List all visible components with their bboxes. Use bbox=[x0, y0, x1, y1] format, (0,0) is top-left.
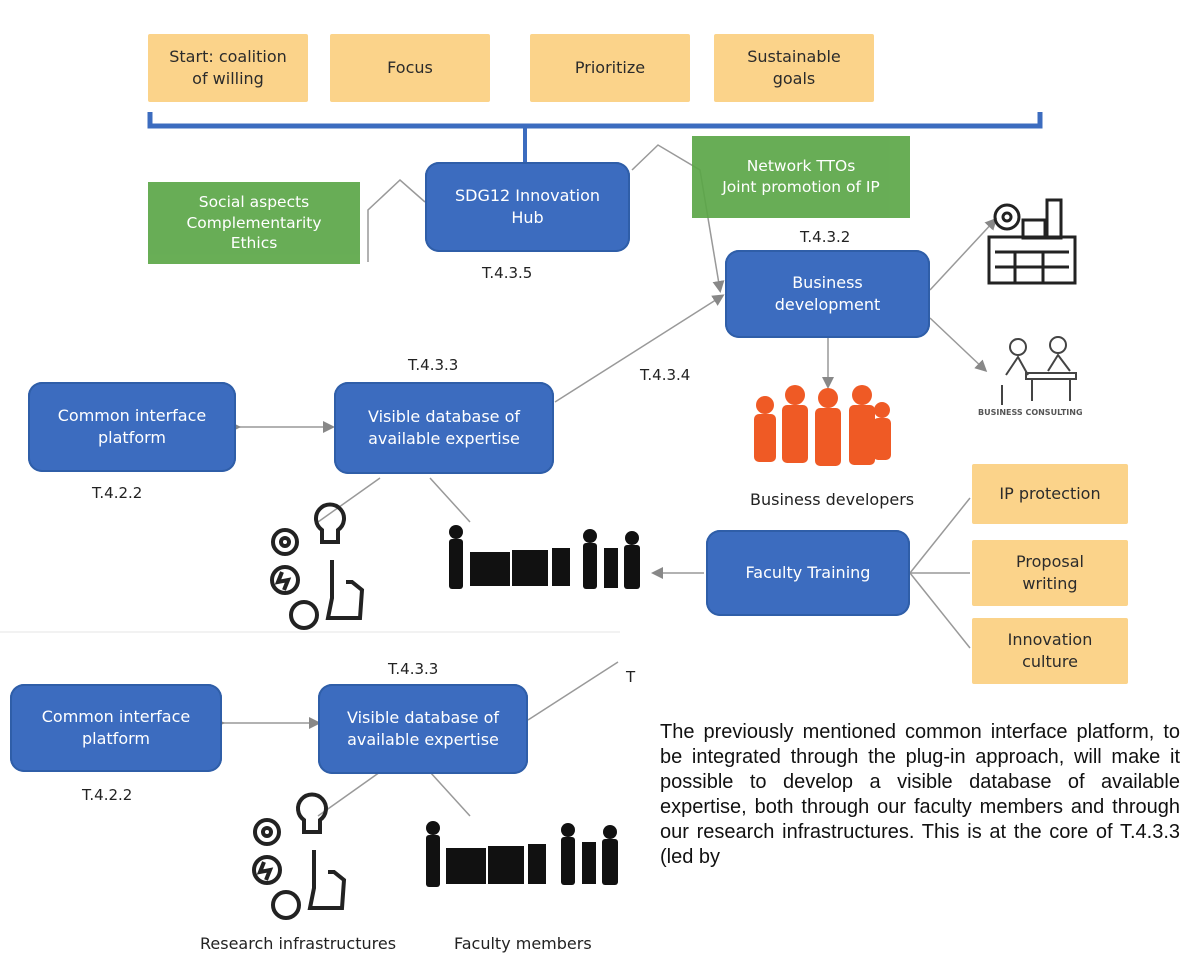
faculty-people-icon-bottom bbox=[426, 821, 618, 887]
innovation-icon bbox=[270, 502, 365, 630]
top-box-prioritize: Prioritize bbox=[530, 34, 690, 102]
bizdev-code: T.4.3.2 bbox=[800, 228, 851, 246]
business-consulting-label: BUSINESS CONSULTING bbox=[978, 408, 1083, 417]
top-box-coalition: Start: coalition of willing bbox=[148, 34, 308, 102]
bottom-partial-code: T bbox=[626, 668, 636, 686]
visible-db-node: Visible database of available expertise bbox=[334, 382, 554, 474]
factory-icon bbox=[987, 198, 1077, 285]
top-box-focus: Focus bbox=[330, 34, 490, 102]
common-interface-code: T.4.2.2 bbox=[92, 484, 143, 502]
innovation-icon-bottom bbox=[252, 792, 347, 920]
bottom-common-interface-code: T.4.2.2 bbox=[82, 786, 133, 804]
hub-code: T.4.3.5 bbox=[482, 264, 533, 282]
consulting-icon bbox=[1001, 336, 1077, 405]
bottom-visible-db-code: T.4.3.3 bbox=[388, 660, 439, 678]
sdg12-hub-node: SDG12 Innovation Hub bbox=[425, 162, 630, 252]
body-paragraph: The previously mentioned common interfac… bbox=[660, 721, 1180, 868]
top-bracket bbox=[147, 112, 1043, 129]
link-code: T.4.3.4 bbox=[640, 366, 691, 384]
training-box-proposal: Proposal writing bbox=[972, 540, 1128, 606]
training-box-innovation: Innovation culture bbox=[972, 618, 1128, 684]
connector-layer bbox=[0, 112, 1077, 920]
business-developers-icon bbox=[754, 385, 891, 466]
top-box-sustainable: Sustainable goals bbox=[714, 34, 874, 102]
green-box-social: Social aspects Complementarity Ethics bbox=[148, 182, 360, 264]
bottom-visible-db-node: Visible database of available expertise bbox=[318, 684, 528, 774]
business-developers-label: Business developers bbox=[750, 490, 915, 509]
faculty-people-icon bbox=[449, 525, 640, 589]
training-box-ip: IP protection bbox=[972, 464, 1128, 524]
bottom-common-interface-node: Common interface platform bbox=[10, 684, 222, 772]
business-development-node: Business development bbox=[725, 250, 930, 338]
faculty-members-label: Faculty members bbox=[454, 934, 592, 953]
visible-db-code: T.4.3.3 bbox=[408, 356, 459, 374]
research-infrastructures-label: Research infrastructures bbox=[200, 934, 397, 953]
common-interface-node: Common interface platform bbox=[28, 382, 236, 472]
faculty-training-node: Faculty Training bbox=[706, 530, 910, 616]
green-box-network: Network TTOs Joint promotion of IP bbox=[692, 136, 910, 218]
